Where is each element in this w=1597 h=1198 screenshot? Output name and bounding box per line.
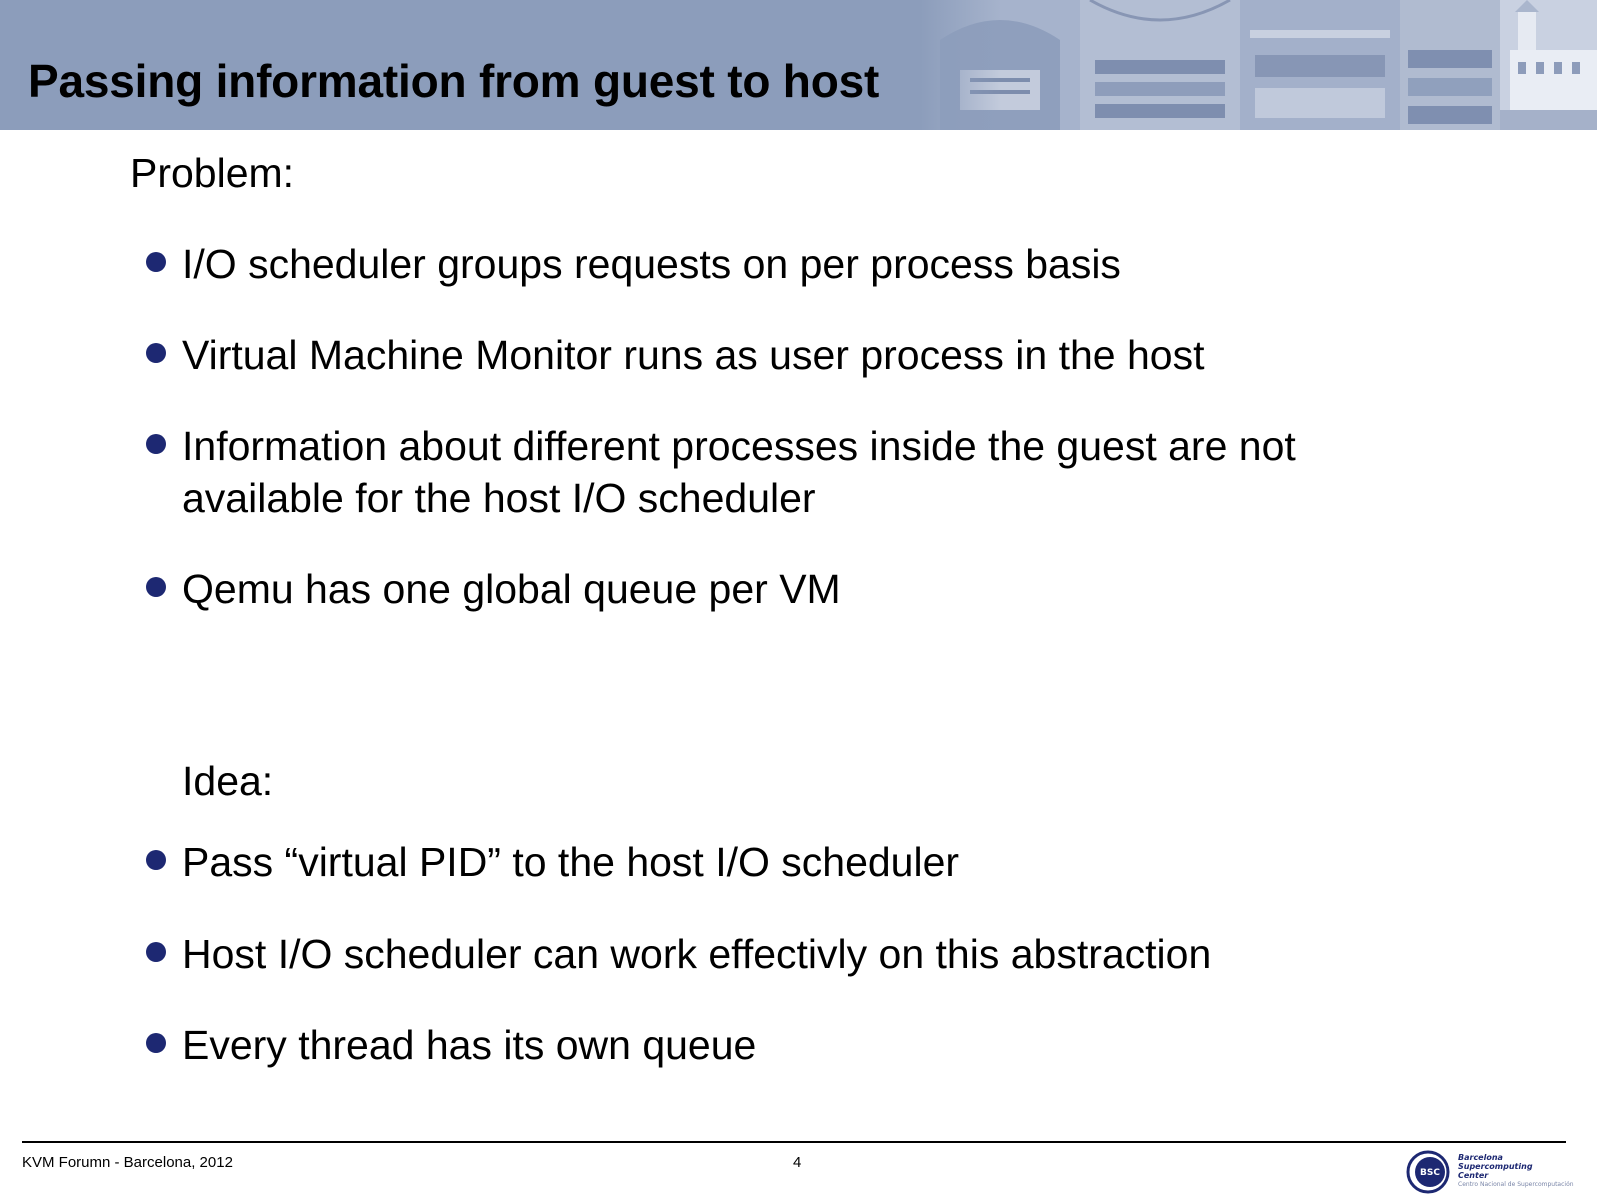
bullet-icon xyxy=(146,434,166,454)
problem-heading: Problem: xyxy=(130,150,295,196)
idea-heading: Idea: xyxy=(182,758,274,804)
logo-line-2: Supercomputing xyxy=(1458,1162,1533,1171)
slide-title: Passing information from guest to host xyxy=(28,55,880,107)
bullet-text: Qemu has one global queue per VM xyxy=(182,566,841,612)
logo-mark-text: BSC xyxy=(1420,1168,1440,1178)
logo-line-3: Center xyxy=(1458,1171,1489,1180)
bullet-icon xyxy=(146,850,166,870)
footer-divider xyxy=(22,1141,1566,1143)
logo-wordmark: Barcelona Supercomputing Center Centro N… xyxy=(1458,1153,1576,1189)
logo-line-1: Barcelona xyxy=(1458,1153,1503,1162)
bullet-text: Virtual Machine Monitor runs as user pro… xyxy=(182,332,1205,378)
bullet-icon xyxy=(146,252,166,272)
slide-header: Passing information from guest to host xyxy=(0,0,1597,130)
footer-event: KVM Forumn - Barcelona, 2012 xyxy=(22,1154,233,1171)
page-number: 4 xyxy=(793,1154,802,1171)
bullet-text: Pass “virtual PID” to the host I/O sched… xyxy=(182,839,960,885)
bullet-text: Information about different processes in… xyxy=(182,423,1296,521)
bullet-icon xyxy=(146,343,166,363)
bullet-icon xyxy=(146,577,166,597)
bullet-icon xyxy=(146,1033,166,1053)
bullet-text: Host I/O scheduler can work effectivly o… xyxy=(182,931,1212,977)
logo-line-4: Centro Nacional de Supercomputación xyxy=(1458,1181,1574,1188)
header-photo-strip xyxy=(920,0,1597,130)
bsc-logo: BSC Barcelona Supercomputing Center Cent… xyxy=(1406,1150,1576,1194)
bullet-text: I/O scheduler groups requests on per pro… xyxy=(182,241,1121,287)
bullet-icon xyxy=(146,942,166,962)
bullet-text: Every thread has its own queue xyxy=(182,1022,757,1068)
bsc-logo-icon: BSC xyxy=(1406,1150,1450,1194)
